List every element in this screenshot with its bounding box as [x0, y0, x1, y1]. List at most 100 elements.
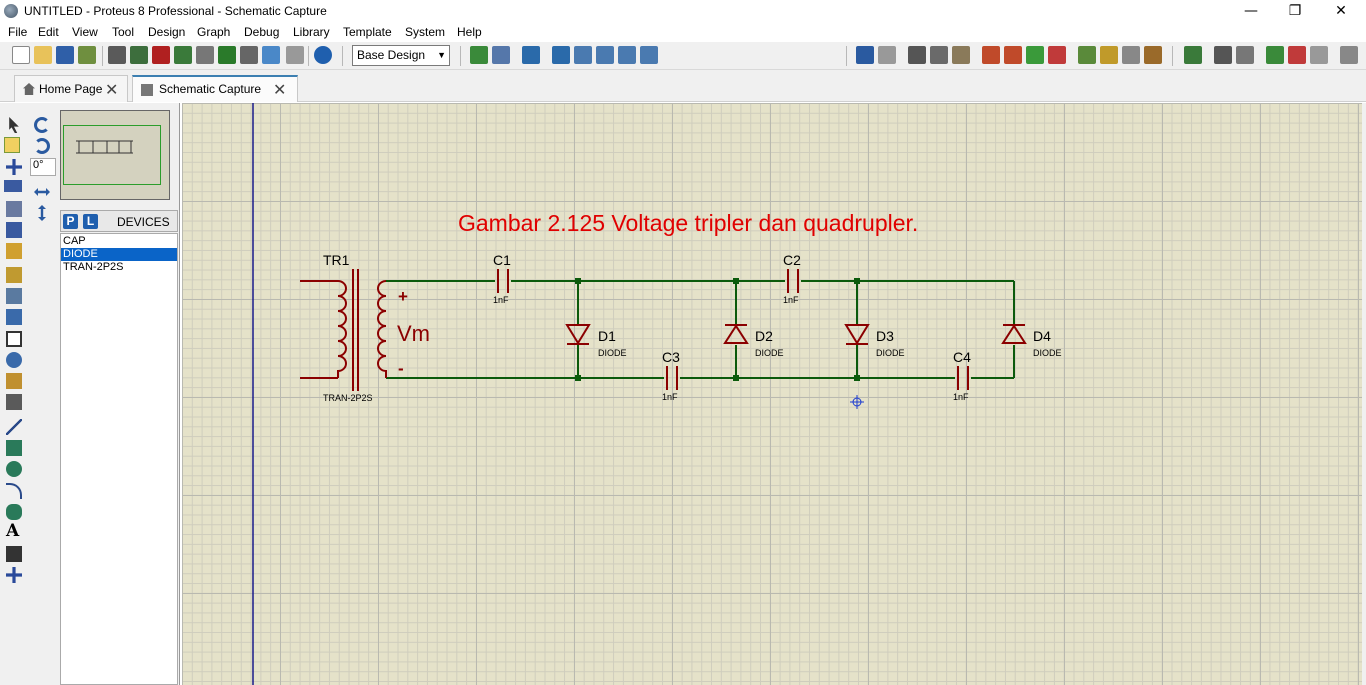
property-assignment-icon[interactable] — [1236, 46, 1254, 64]
open-folder-icon[interactable] — [34, 46, 52, 64]
bom-icon[interactable] — [240, 46, 258, 64]
menu-system[interactable]: System — [405, 25, 446, 39]
zoom-in-icon[interactable] — [574, 46, 592, 64]
pcb-icon[interactable] — [152, 46, 170, 64]
schematic-canvas[interactable]: Gambar 2.125 Voltage tripler dan quadrup… — [182, 103, 1362, 685]
redo-icon[interactable] — [878, 46, 896, 64]
mirror-horizontal-icon[interactable] — [34, 188, 50, 196]
block-copy-icon[interactable] — [982, 46, 1000, 64]
new-sheet-icon[interactable] — [1266, 46, 1284, 64]
capacitor-c2[interactable]: C2 1nF — [783, 252, 801, 305]
component-mode-icon[interactable] — [4, 137, 20, 153]
menu-edit[interactable]: Edit — [38, 25, 59, 39]
gerber-icon[interactable] — [196, 46, 214, 64]
arc-2d-icon[interactable] — [6, 483, 22, 499]
packaging-tool-icon[interactable] — [1122, 46, 1140, 64]
close-icon[interactable]: ✕ — [273, 80, 287, 99]
wire-label-mode-icon[interactable] — [4, 180, 22, 192]
capacitor-c4[interactable]: C4 1nF — [953, 349, 971, 402]
selection-mode-icon[interactable] — [9, 117, 19, 133]
rotate-anticlockwise-icon[interactable] — [34, 138, 50, 154]
close-icon[interactable]: ✕ — [105, 80, 119, 99]
copy-icon[interactable] — [930, 46, 948, 64]
visual-designer-icon[interactable] — [286, 46, 304, 64]
virtual-instruments-mode-icon[interactable] — [6, 394, 22, 410]
new-file-icon[interactable] — [12, 46, 30, 64]
capacitor-c1[interactable]: C1 1nF — [493, 252, 511, 305]
menu-debug[interactable]: Debug — [244, 25, 280, 39]
make-device-icon[interactable] — [1100, 46, 1118, 64]
design-explorer-icon[interactable] — [218, 46, 236, 64]
rotate-clockwise-icon[interactable] — [34, 117, 50, 133]
menu-library[interactable]: Library — [293, 25, 330, 39]
marker-2d-icon[interactable] — [6, 567, 22, 583]
search-tag-icon[interactable] — [1214, 46, 1232, 64]
mirror-vertical-icon[interactable] — [38, 205, 46, 221]
block-delete-icon[interactable] — [1048, 46, 1066, 64]
voltage-probe-mode-icon[interactable] — [6, 373, 22, 389]
menu-graph[interactable]: Graph — [197, 25, 231, 39]
undo-icon[interactable] — [856, 46, 874, 64]
menu-help[interactable]: Help — [457, 25, 482, 39]
path-2d-icon[interactable] — [6, 504, 22, 520]
transformer-tr1[interactable]: TR1 TRAN-2P2S + - Vm — [300, 252, 430, 403]
3d-view-icon[interactable] — [174, 46, 192, 64]
list-item[interactable]: DIODE — [61, 248, 177, 261]
save-icon[interactable] — [56, 46, 74, 64]
buses-mode-icon[interactable] — [6, 222, 22, 238]
library-manager-button[interactable]: L — [83, 214, 98, 229]
capacitor-c3[interactable]: C3 1nF — [662, 349, 680, 402]
text-script-mode-icon[interactable] — [6, 201, 22, 217]
terminals-mode-icon[interactable] — [6, 267, 22, 283]
list-item[interactable]: TRAN-2P2S — [63, 261, 124, 273]
menu-tool[interactable]: Tool — [112, 25, 135, 39]
subcircuit-mode-icon[interactable] — [6, 243, 22, 259]
device-pins-mode-icon[interactable] — [6, 288, 22, 304]
diode-d4[interactable]: D4 DIODE — [1001, 324, 1062, 358]
diode-d3[interactable]: D3 DIODE — [844, 324, 905, 358]
menu-design[interactable]: Design — [148, 25, 186, 39]
block-move-icon[interactable] — [1004, 46, 1022, 64]
help-icon[interactable] — [314, 46, 332, 64]
home-icon[interactable] — [108, 46, 126, 64]
tape-recorder-mode-icon[interactable] — [6, 331, 22, 347]
cut-icon[interactable] — [908, 46, 926, 64]
list-item[interactable]: CAP — [63, 235, 86, 247]
grid-icon[interactable] — [492, 46, 510, 64]
box-2d-icon[interactable] — [6, 440, 22, 456]
tab-schematic-capture[interactable]: Schematic Capture ✕ — [132, 75, 298, 102]
graph-mode-icon[interactable] — [6, 309, 22, 325]
paste-icon[interactable] — [952, 46, 970, 64]
netlist-icon[interactable] — [1340, 46, 1358, 64]
generator-mode-icon[interactable] — [6, 352, 22, 368]
import-icon[interactable] — [78, 46, 96, 64]
menu-template[interactable]: Template — [343, 25, 392, 39]
design-variant-select[interactable]: Base Design ▼ — [352, 45, 450, 66]
schematic-icon[interactable] — [130, 46, 148, 64]
refresh-icon[interactable] — [470, 46, 488, 64]
pan-icon[interactable] — [552, 46, 570, 64]
line-2d-icon[interactable] — [6, 419, 22, 435]
decompose-icon[interactable] — [1144, 46, 1162, 64]
symbol-2d-icon[interactable] — [6, 546, 22, 562]
wire-autorouter-icon[interactable] — [1184, 46, 1202, 64]
zoom-area-icon[interactable] — [640, 46, 658, 64]
junction-dot-mode-icon[interactable] — [6, 159, 22, 175]
overview-window[interactable] — [60, 110, 170, 200]
pick-devices-button[interactable]: P — [63, 214, 78, 229]
canvas-scrollbar[interactable] — [1362, 103, 1366, 685]
zoom-out-icon[interactable] — [596, 46, 614, 64]
origin-icon[interactable] — [522, 46, 540, 64]
menu-file[interactable]: File — [8, 25, 28, 39]
exit-to-parent-icon[interactable] — [1310, 46, 1328, 64]
text-2d-icon[interactable]: A — [6, 521, 20, 541]
circle-2d-icon[interactable] — [6, 461, 22, 477]
source-code-icon[interactable] — [262, 46, 280, 64]
zoom-all-icon[interactable] — [618, 46, 636, 64]
pick-device-icon[interactable] — [1078, 46, 1096, 64]
rotation-angle-field[interactable]: 0° — [30, 158, 56, 176]
minimize-button[interactable]: — — [1244, 3, 1258, 19]
tab-home-page[interactable]: Home Page ✕ — [14, 75, 128, 102]
remove-sheet-icon[interactable] — [1288, 46, 1306, 64]
diode-d1[interactable]: D1 DIODE — [565, 324, 627, 358]
